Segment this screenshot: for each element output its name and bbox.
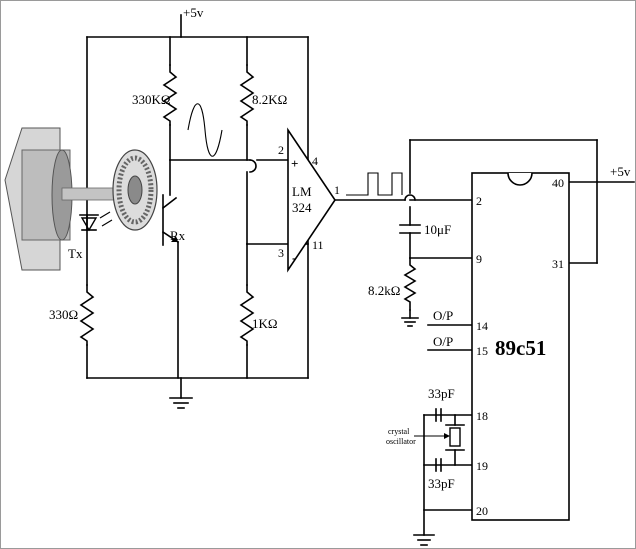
cap-33pf-bottom-label: 33pF bbox=[428, 476, 455, 491]
opamp-pin-11: 11 bbox=[312, 238, 324, 252]
resistor-8-2k-top bbox=[239, 64, 255, 126]
chip-pin-2: 2 bbox=[476, 194, 482, 208]
ground-icon-left bbox=[169, 397, 193, 409]
resistor-330 bbox=[79, 284, 95, 346]
opamp-pin-1: 1 bbox=[334, 183, 340, 197]
opamp-pin-3: 3 bbox=[278, 246, 284, 260]
chip-pin-15: 15 bbox=[476, 344, 488, 358]
opamp-pin-2: 2 bbox=[278, 143, 284, 157]
opamp-minus-sign: - bbox=[292, 250, 296, 265]
rx-label: Rx bbox=[170, 228, 186, 243]
chip-name: 89c51 bbox=[495, 336, 546, 360]
opamp-label-line1: LM bbox=[292, 184, 312, 199]
chip-pin-9: 9 bbox=[476, 252, 482, 266]
op-14-label: O/P bbox=[433, 308, 453, 323]
tx-label: Tx bbox=[68, 246, 83, 261]
encoder-disc-icon bbox=[112, 149, 158, 231]
wires-right bbox=[399, 139, 635, 546]
chip-pin-31: 31 bbox=[552, 257, 564, 271]
opamp-label-line2: 324 bbox=[292, 200, 312, 215]
chip-pin-14: 14 bbox=[476, 319, 488, 333]
cap-10uf-label: 10μF bbox=[424, 222, 451, 237]
chip-pin-20: 20 bbox=[476, 504, 488, 518]
motor-icon bbox=[4, 127, 133, 271]
resistor-8-2k-top-label: 8.2KΩ bbox=[252, 92, 287, 107]
opamp-lm324 bbox=[287, 127, 406, 273]
resistor-330k bbox=[162, 64, 178, 126]
led-tx-icon bbox=[79, 211, 113, 232]
resistor-330-label: 330Ω bbox=[49, 307, 78, 322]
vcc-right-label: +5v bbox=[610, 164, 631, 179]
sine-wave-icon bbox=[187, 103, 223, 157]
resistor-330k-label: 330KΩ bbox=[132, 92, 171, 107]
opamp-pin-4: 4 bbox=[312, 154, 318, 168]
crystal-label-line1: crystal bbox=[388, 427, 410, 436]
square-wave-icon bbox=[346, 172, 403, 196]
crystal-label-line2: oscillator bbox=[386, 437, 416, 446]
resistor-8-2k-bottom-label: 8.2kΩ bbox=[368, 283, 400, 298]
cap-33pf-top-label: 33pF bbox=[428, 386, 455, 401]
chip-pin-19: 19 bbox=[476, 459, 488, 473]
chip-pin-40: 40 bbox=[552, 176, 564, 190]
op-15-label: O/P bbox=[433, 334, 453, 349]
vcc-top-label: +5v bbox=[183, 5, 204, 20]
wires-left bbox=[86, 14, 309, 399]
opamp-plus-sign: + bbox=[291, 156, 298, 171]
chip-pin-18: 18 bbox=[476, 409, 488, 423]
resistor-1k-label: 1KΩ bbox=[252, 316, 278, 331]
microcontroller-89c51 bbox=[471, 172, 570, 521]
resistor-1k bbox=[239, 284, 255, 346]
